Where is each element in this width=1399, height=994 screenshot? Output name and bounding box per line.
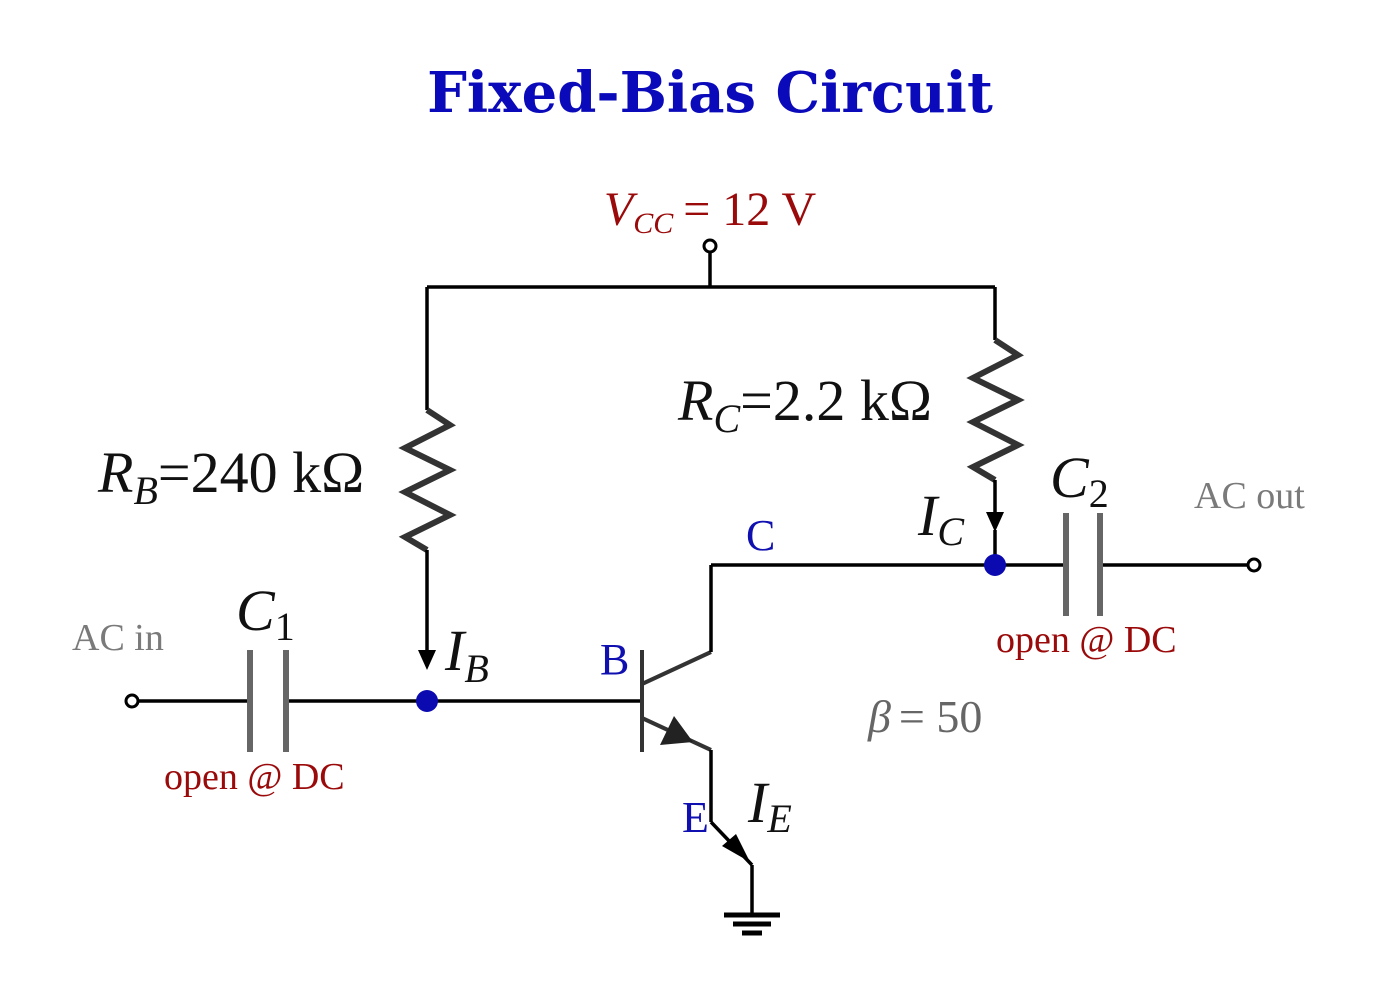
- c2-label: C2: [1050, 445, 1109, 516]
- c2-note: open @ DC: [996, 619, 1177, 661]
- ie-label: IE: [747, 770, 792, 841]
- ib-label: IB: [444, 618, 489, 691]
- ic-label: IC: [917, 483, 965, 554]
- vcc-terminal: [702, 238, 718, 254]
- emitter-terminal-label: E: [682, 793, 709, 842]
- output-terminal[interactable]: [1246, 557, 1262, 573]
- npn-transistor: [640, 565, 754, 915]
- input-branch: [124, 650, 640, 752]
- rb-label: RB=240 kΩ: [97, 440, 364, 513]
- collector-current-arrow: [986, 512, 1004, 532]
- collector-lead: [641, 650, 712, 686]
- diagram-title: Fixed-Bias Circuit: [427, 60, 993, 126]
- base-node: [416, 690, 438, 712]
- emitter-arrow: [660, 716, 693, 745]
- base-terminal-label: B: [600, 635, 629, 684]
- c1-note: open @ DC: [164, 756, 345, 798]
- ac-out-label: AC out: [1194, 475, 1305, 517]
- vcc-label: VCC= 12 V: [604, 183, 817, 240]
- beta-label: β= 50: [867, 691, 982, 742]
- collector-terminal-label: C: [746, 511, 775, 560]
- c1-label: C1: [236, 578, 295, 649]
- ac-in-label: AC in: [72, 617, 164, 659]
- rc-label: RC=2.2 kΩ: [677, 368, 932, 441]
- emitter-current-arrow: [722, 834, 750, 862]
- output-branch: [711, 513, 1262, 616]
- ground-icon: [724, 912, 780, 936]
- supply-rail: [427, 238, 995, 289]
- base-current-arrow: [418, 650, 436, 670]
- input-terminal[interactable]: [124, 693, 140, 709]
- collector-node: [984, 554, 1006, 576]
- collector-resistor: [966, 287, 1025, 565]
- base-resistor: [398, 287, 457, 670]
